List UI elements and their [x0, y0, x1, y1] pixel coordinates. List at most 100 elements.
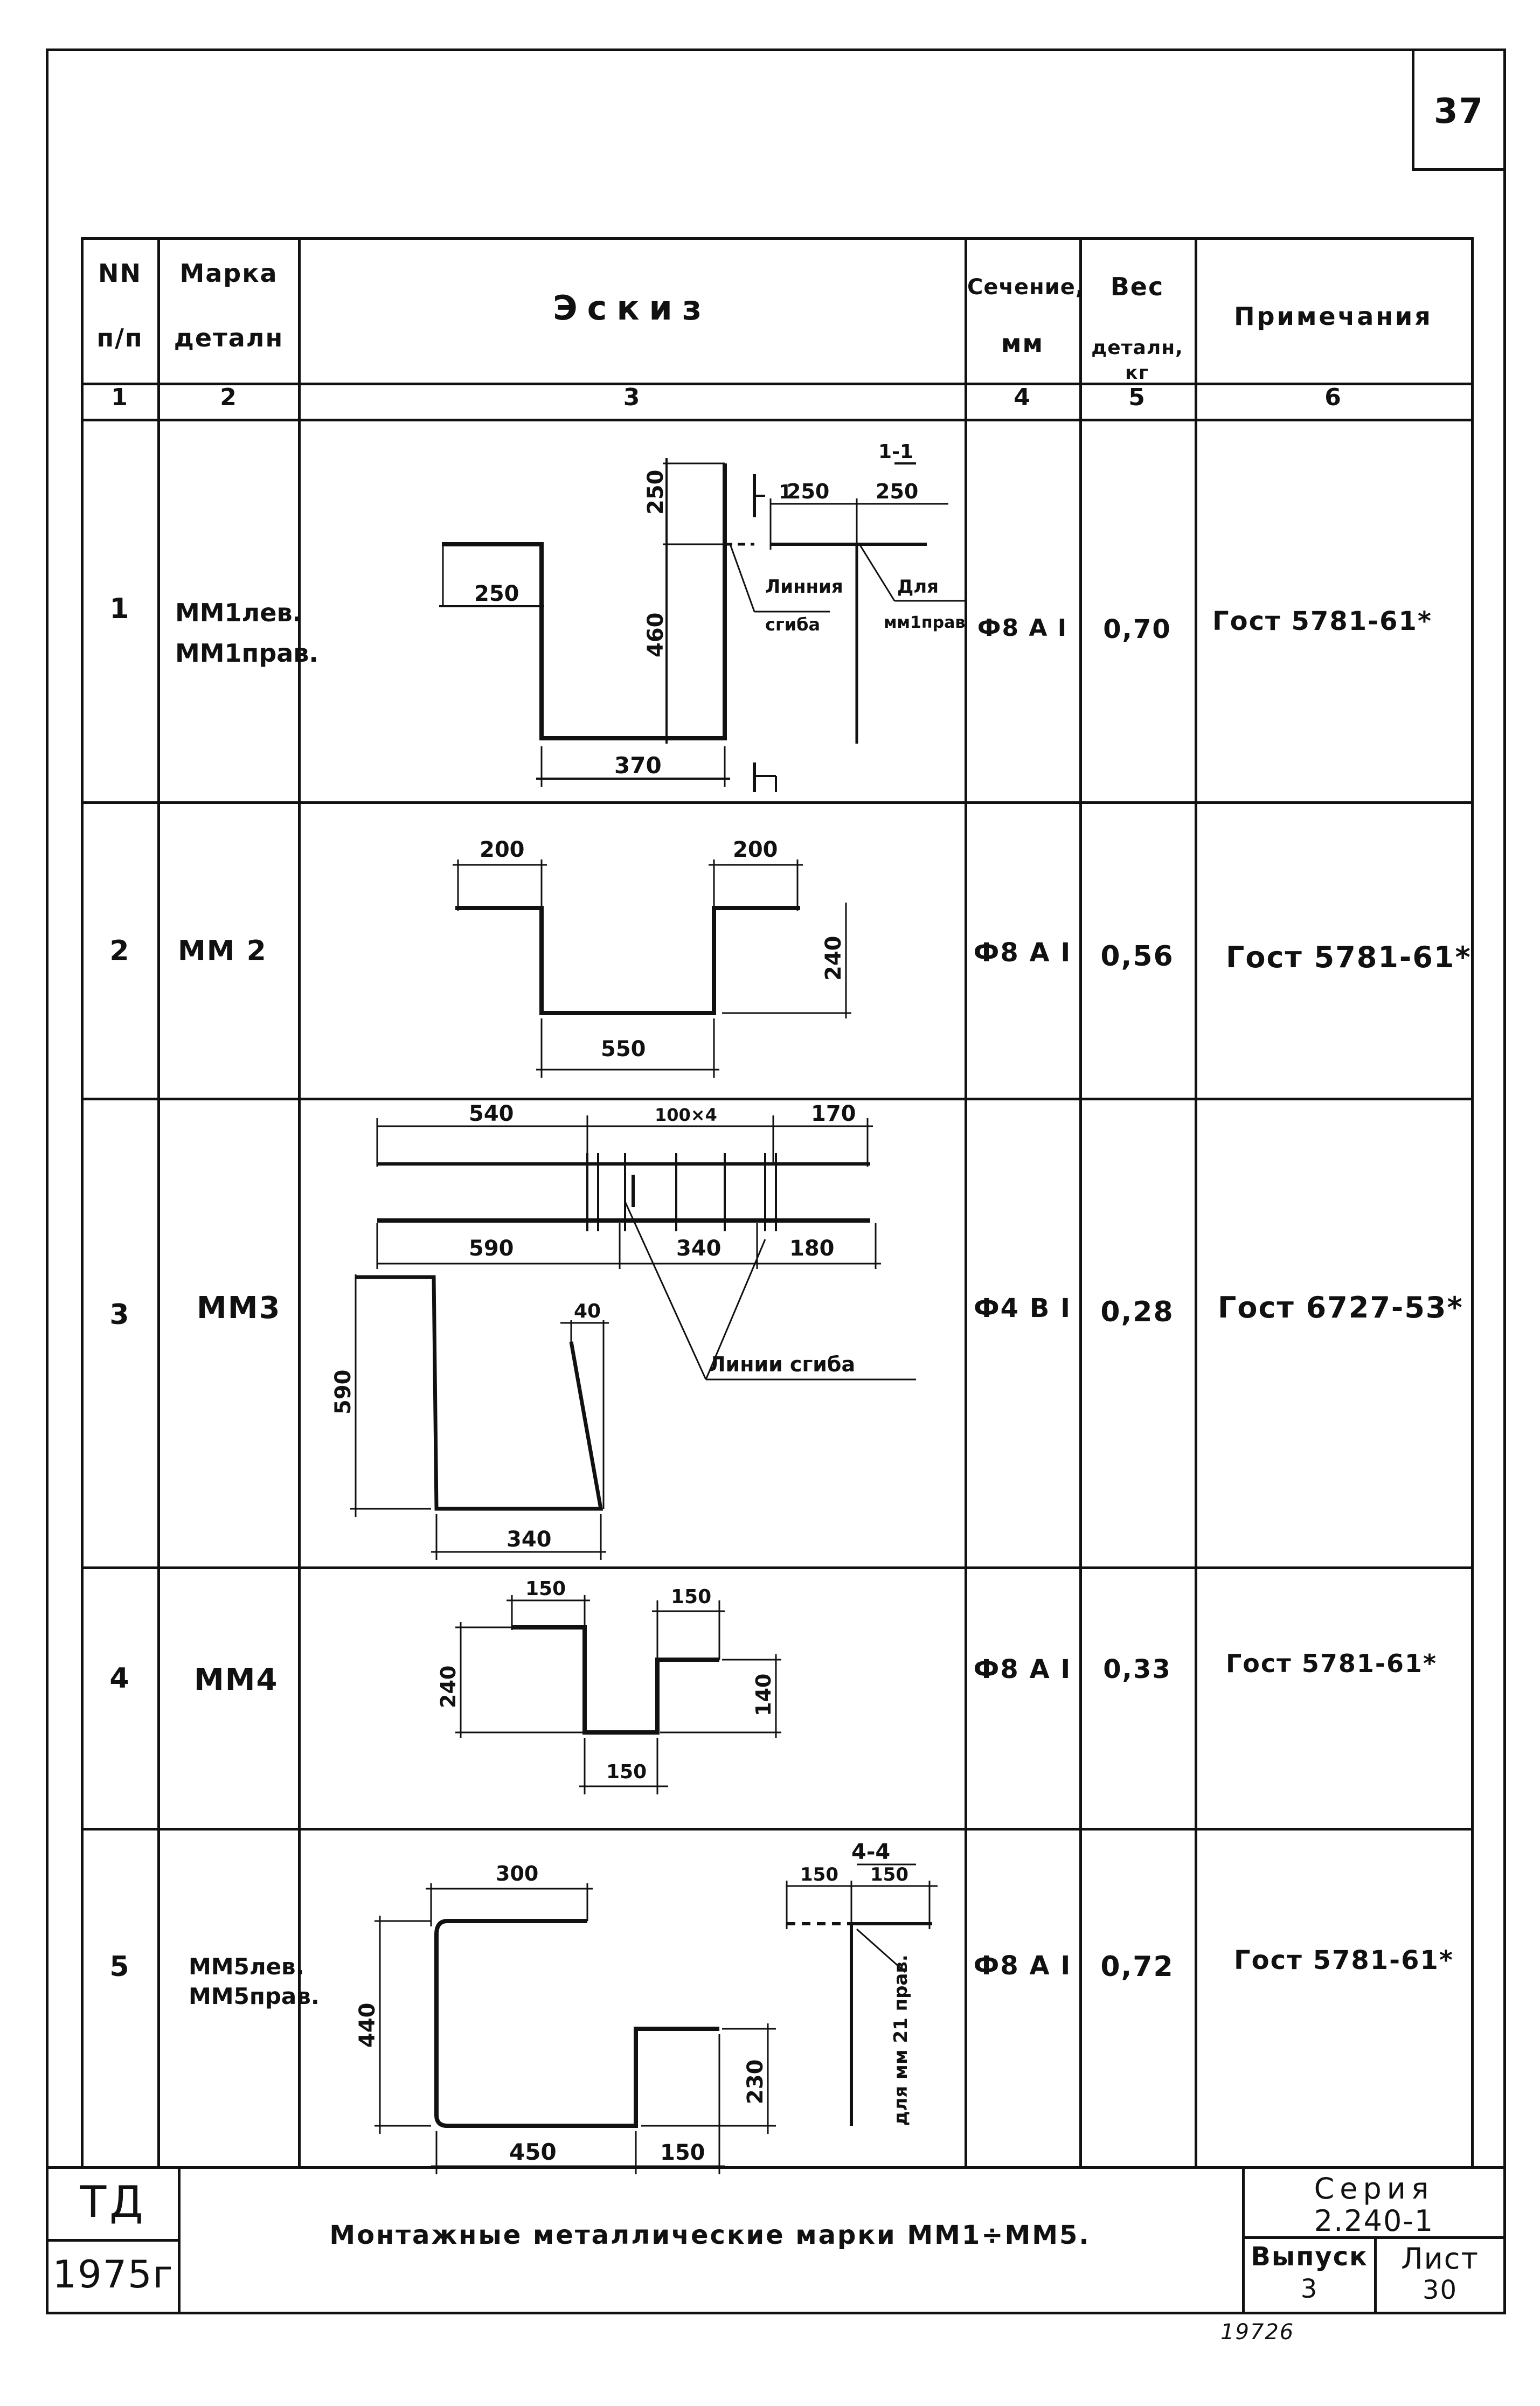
dim-150-section-b: 150 [870, 1864, 908, 1885]
row-mark-line1: MM3 [197, 1291, 281, 1326]
dim-250-section-b: 250 [876, 480, 918, 503]
section-mark-1: 1 [779, 481, 792, 503]
sheet-label: Лист [1401, 2242, 1479, 2276]
issue-value: 3 [1300, 2274, 1319, 2304]
dim-180: 180 [789, 1236, 835, 1261]
row-mark-line1: MM4 [194, 1662, 279, 1697]
header-sketch: Эскиз [553, 288, 711, 328]
dim-340: 340 [676, 1236, 722, 1261]
row-mark-line1: MM5лев. [189, 1953, 304, 1980]
bend-line-label-1: Линния [765, 576, 843, 598]
dim-150-section-a: 150 [800, 1864, 838, 1885]
row-number: 1 [109, 593, 130, 625]
dim-460: 460 [643, 613, 668, 658]
row-weight: 0,72 [1100, 1951, 1174, 1983]
row-note: Гост 5781-61* [1234, 1945, 1454, 1975]
header-mark-line1: Марка [179, 259, 278, 288]
row-section: Ф8 А I [973, 938, 1072, 968]
drawing-frame [46, 48, 1506, 2314]
row-mark-line1: MM 2 [178, 935, 267, 967]
dim-150-bottom: 150 [606, 1761, 647, 1783]
row-number: 2 [109, 935, 130, 967]
row-note: Гост 5781-61* [1226, 1649, 1438, 1678]
dim-590: 590 [469, 1236, 514, 1261]
header-section-line1: Сечение, [967, 275, 1085, 300]
dim-150-right: 150 [671, 1586, 711, 1608]
for-mm21-label: для мм 21 прав. [890, 1954, 912, 2126]
bend-line-label-2: сгиба [765, 614, 820, 635]
header-weight-line3: кг [1125, 362, 1149, 384]
colnum-2: 2 [220, 384, 238, 411]
dim-150: 150 [660, 2140, 705, 2165]
section-label-4-4: 4-4 [851, 1840, 890, 1864]
dim-250-top: 250 [643, 470, 668, 515]
dim-550: 550 [601, 1037, 646, 1062]
row-section: Ф8 А I [973, 1654, 1072, 1684]
header-num-line1: NN [98, 259, 142, 288]
section-label-1-1: 1-1 [878, 441, 913, 463]
archive-stamp: 19726 [1220, 2320, 1295, 2345]
dim-340-bottom: 340 [507, 1527, 552, 1552]
dim-230: 230 [743, 2060, 768, 2105]
dim-540: 540 [469, 1101, 514, 1126]
colnum-1: 1 [111, 384, 129, 411]
issue-label: Выпуск [1251, 2242, 1368, 2272]
page-number-box-left [1412, 48, 1414, 170]
row-section: Ф4 В I [974, 1293, 1071, 1323]
dim-450: 450 [509, 2139, 557, 2165]
page-number-box-bottom [1412, 168, 1506, 171]
dim-170: 170 [811, 1101, 856, 1126]
colnum-5: 5 [1128, 384, 1146, 411]
dim-40: 40 [574, 1300, 601, 1322]
colnum-3: 3 [623, 384, 641, 411]
org-code: ТД [80, 2177, 147, 2227]
dim-250-left: 250 [474, 581, 519, 606]
row-mark-line2: MM1прав. [175, 639, 318, 668]
header-section-line2: мм [1001, 329, 1044, 358]
dim-100x4: 100×4 [655, 1105, 717, 1125]
dim-250-section-a: 250 [787, 480, 829, 503]
series-label: Серия [1314, 2172, 1434, 2206]
row-mark-line2: MM5прав. [189, 1983, 320, 2009]
row-mark-line1: MM1лев. [175, 598, 302, 627]
header-notes: Примечания [1234, 302, 1433, 331]
dim-150-left: 150 [525, 1578, 566, 1600]
colnum-6: 6 [1324, 384, 1342, 411]
for-label-2: мм1прав [884, 613, 965, 632]
year: 1975г [52, 2252, 174, 2297]
header-num-line2: п/п [96, 323, 143, 352]
row-number: 4 [109, 1662, 130, 1695]
row-number: 3 [109, 1299, 130, 1331]
dim-590-vertical: 590 [331, 1370, 356, 1415]
dim-370: 370 [614, 752, 662, 779]
row-note: Гост 5781-61* [1212, 606, 1432, 636]
dim-240: 240 [436, 1666, 460, 1708]
header-mark-line2: деталн [174, 323, 284, 352]
dim-300: 300 [496, 1862, 538, 1885]
row-number: 5 [109, 1951, 130, 1983]
dim-140: 140 [752, 1674, 775, 1716]
dim-200-left: 200 [480, 837, 525, 862]
dim-200-right: 200 [733, 837, 778, 862]
dim-240: 240 [821, 936, 846, 981]
row-weight: 0,28 [1100, 1296, 1174, 1328]
series-value: 2.240-1 [1314, 2204, 1434, 2238]
colnum-4: 4 [1014, 384, 1031, 411]
header-weight-line1: Вес [1110, 272, 1164, 301]
page-number: 37 [1433, 92, 1484, 131]
for-label-1: Для [897, 576, 939, 598]
sheet-value: 30 [1422, 2275, 1458, 2305]
dim-440: 440 [355, 2003, 380, 2048]
row-weight: 0,33 [1103, 1654, 1171, 1684]
drawing-title: Монтажные металлические марки ММ1÷ММ5. [329, 2220, 1091, 2250]
row-weight: 0,70 [1103, 614, 1171, 644]
row-section: Ф8 А I [977, 614, 1068, 642]
header-weight-line2: деталн, [1091, 337, 1183, 359]
row-note: Гост 6727-53* [1218, 1291, 1463, 1325]
row-section: Ф8 А I [973, 1951, 1072, 1981]
